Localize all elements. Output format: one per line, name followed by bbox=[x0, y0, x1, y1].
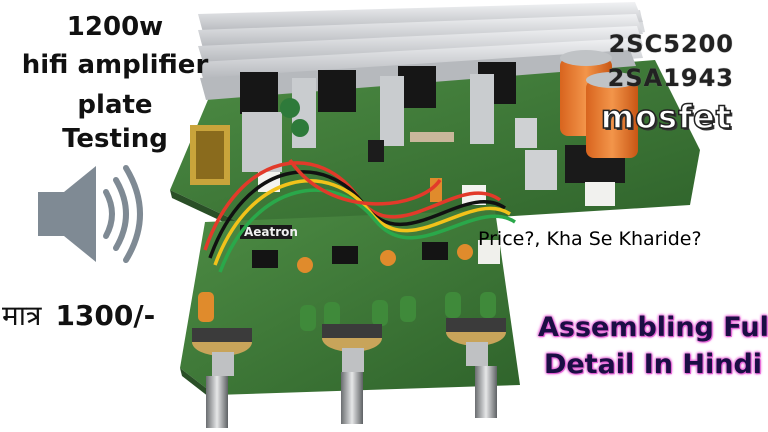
speaker-volume-icon bbox=[38, 165, 143, 263]
board-brand: Aeatron bbox=[244, 225, 298, 239]
title-line-1: 1200w bbox=[66, 12, 164, 42]
volume-knob bbox=[192, 328, 252, 428]
title-line-3: plate bbox=[77, 90, 153, 120]
title-line-4: Testing bbox=[62, 124, 168, 154]
wire-harness bbox=[203, 159, 516, 273]
treble-knob bbox=[446, 318, 506, 418]
transistor-label-2: 2SA1943 bbox=[607, 64, 734, 92]
mosfet-label: mosfet bbox=[600, 97, 732, 137]
price-label: मात्र 1300/- bbox=[2, 296, 155, 334]
price-prefix: मात्र bbox=[2, 299, 42, 332]
main-board-components bbox=[190, 98, 625, 206]
tone-board bbox=[180, 210, 520, 404]
assemble-line-2: Detail In Hindi bbox=[543, 349, 763, 380]
bass-knob bbox=[322, 324, 382, 424]
filter-capacitors bbox=[560, 50, 638, 158]
transistor-label-1: 2SC5200 bbox=[608, 30, 734, 58]
price-question: Price?, Kha Se Kharide? bbox=[478, 228, 702, 250]
price-amount: 1300/- bbox=[55, 299, 156, 332]
title-line-2: hifi amplifier bbox=[21, 50, 209, 80]
assemble-line-1: Assembling Full bbox=[538, 312, 768, 343]
power-transistors bbox=[240, 62, 516, 148]
